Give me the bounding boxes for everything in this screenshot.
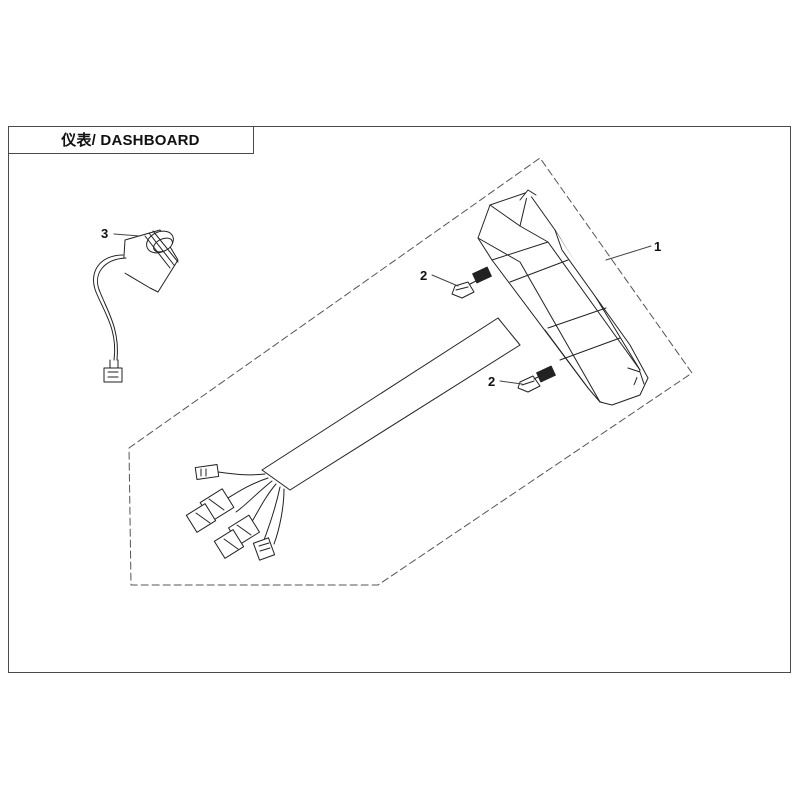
wiring-harness bbox=[217, 317, 521, 545]
callout-part-3: 3 bbox=[101, 226, 108, 241]
socket-assembly bbox=[93, 229, 179, 383]
connector-large-lower bbox=[213, 514, 260, 559]
assembly-boundary bbox=[128, 157, 693, 586]
leader-lines bbox=[113, 233, 652, 385]
bolt-upper bbox=[451, 266, 492, 299]
diagram-frame bbox=[8, 126, 791, 673]
socket-plug bbox=[103, 367, 123, 383]
bolt-lower bbox=[517, 365, 556, 393]
connector-small-bottom bbox=[252, 537, 276, 561]
instrument-cluster bbox=[477, 189, 649, 406]
callout-part-1: 1 bbox=[654, 239, 661, 254]
title-box: 仪表/ DASHBOARD bbox=[8, 126, 254, 154]
callout-part-2-upper: 2 bbox=[420, 268, 427, 283]
connector-large-upper bbox=[185, 488, 235, 533]
connector-small-top bbox=[194, 464, 220, 480]
page-title: 仪表/ DASHBOARD bbox=[61, 132, 200, 149]
harness-connectors bbox=[185, 464, 276, 561]
callout-part-2-lower: 2 bbox=[488, 374, 495, 389]
